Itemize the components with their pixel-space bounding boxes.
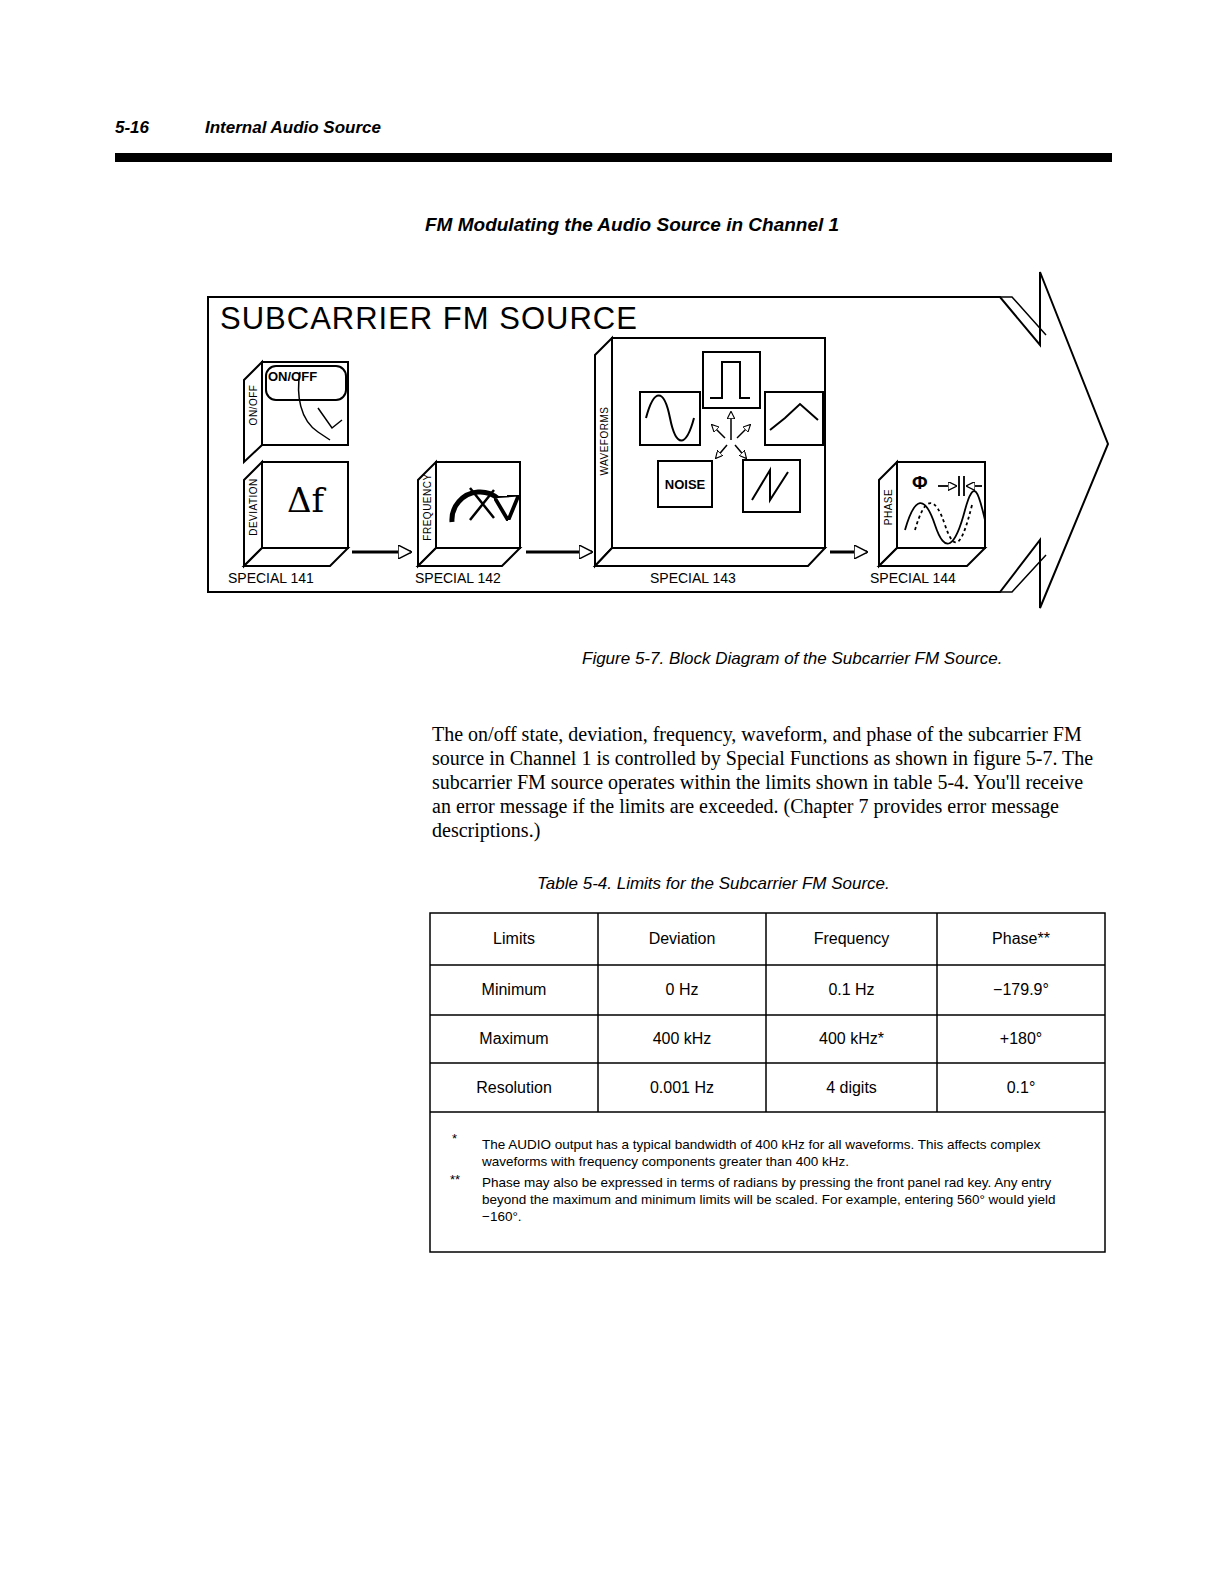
noise-box: NOISE — [657, 460, 713, 508]
frequency-knob-part — [470, 488, 494, 520]
deviation-block: DEVIATION ΔfSPECIAL 141 — [225, 460, 350, 590]
table-cell: Minimum — [430, 965, 598, 1015]
table-cell: 0.1° — [937, 1063, 1105, 1112]
table-cell: Frequency — [766, 913, 937, 965]
phase-icon-part — [959, 476, 964, 496]
onoff-button — [266, 366, 346, 440]
waveforms-block: WAVEFORMS SPECIAL 143 NOISE — [593, 336, 828, 590]
block-label: SPECIAL 143 — [650, 570, 736, 586]
cube-outlines-part — [612, 338, 825, 548]
side-label: DEVIATION — [248, 478, 259, 536]
table-grid-part — [430, 965, 1105, 1112]
table-grid-part — [430, 913, 1105, 1252]
table-cell: Deviation — [598, 913, 766, 965]
body-text: The on/off state, deviation, frequency, … — [432, 722, 1107, 842]
table-cell: 400 kHz* — [766, 1015, 937, 1063]
block-label: SPECIAL 141 — [228, 570, 314, 586]
waveform-icons-part — [770, 404, 818, 430]
table-caption: Table 5-4. Limits for the Subcarrier FM … — [537, 874, 890, 894]
footnote-mark: * — [452, 1131, 457, 1146]
table-cell: 400 kHz — [598, 1015, 766, 1063]
cube-outlines-part — [244, 548, 348, 566]
source-frame — [208, 272, 1108, 608]
table-cell: 0.001 Hz — [598, 1063, 766, 1112]
header-rule — [115, 153, 1112, 162]
frame-chevron — [1000, 297, 1046, 592]
waveform-icons-part — [752, 470, 788, 500]
cube-outlines-part — [262, 362, 348, 445]
block-label: Δf — [287, 480, 324, 520]
table-cell: 4 digits — [766, 1063, 937, 1112]
cube-outlines-part — [595, 338, 612, 566]
block-label: SPECIAL 142 — [415, 570, 501, 586]
waveform-icons-part — [710, 362, 750, 398]
table-grid-part — [598, 913, 937, 1112]
table-cell: Resolution — [430, 1063, 598, 1112]
table-cell: 0 Hz — [598, 965, 766, 1015]
running-head: Internal Audio Source — [205, 118, 381, 138]
table-grid — [430, 913, 1105, 1252]
cube-outlines — [244, 338, 985, 566]
cube-outlines-part — [418, 548, 520, 566]
waveform-icons-part — [703, 352, 760, 408]
cube-outlines-part — [879, 548, 985, 566]
side-label: ON/OFF — [248, 385, 259, 426]
flow-arrow — [352, 551, 411, 554]
waveform-icons-part — [640, 392, 700, 445]
figure-caption: Figure 5-7. Block Diagram of the Subcarr… — [582, 649, 1002, 669]
cube-outlines-part — [897, 462, 985, 548]
flow-arrow — [830, 551, 867, 554]
waveform-icons-part — [743, 460, 800, 512]
block-label: ON/OFF — [268, 369, 317, 384]
selector-arrows-part — [737, 425, 750, 438]
footnote: Phase may also be expressed in terms of … — [482, 1174, 1087, 1225]
phase-icon-part — [915, 503, 972, 542]
selector-arrows — [712, 412, 750, 458]
table-cell: −179.9° — [937, 965, 1105, 1015]
cube-outlines-part — [262, 462, 348, 548]
block-label: Φ — [912, 472, 928, 494]
onoff-block: ON/OFF ON/OFF — [240, 360, 350, 448]
table-cell: 0.1 Hz — [766, 965, 937, 1015]
waveform-icons-part — [646, 396, 694, 441]
cube-outlines-part — [436, 462, 520, 548]
block-label: SPECIAL 144 — [870, 570, 956, 586]
source-frame: SUBCARRIER FM SOURCE ON/OFF ON/OFF DEVIATIO… — [208, 297, 1008, 592]
selector-arrows-part — [716, 445, 727, 458]
flow-arrow — [526, 551, 592, 554]
footnote-mark: ** — [450, 1172, 460, 1187]
side-label: FREQUENCY — [422, 473, 433, 540]
section-title: FM Modulating the Audio Source in Channe… — [425, 214, 839, 236]
waveform-icons-part — [765, 392, 823, 445]
frequency-block: FREQUENCY SPECIAL 142 — [412, 460, 524, 590]
block-label: NOISE — [665, 477, 705, 492]
cube-outlines-part — [244, 362, 262, 462]
table-cell: Limits — [430, 913, 598, 965]
footnote: The AUDIO output has a typical bandwidth… — [482, 1136, 1087, 1170]
page-number: 5-16 — [115, 118, 149, 138]
frequency-knob — [452, 488, 508, 522]
phase-block: PHASE Φ SPECIAL 144 — [868, 460, 990, 590]
selector-arrows-part — [712, 425, 725, 438]
side-label: WAVEFORMS — [599, 407, 610, 476]
table-cell: +180° — [937, 1015, 1105, 1063]
cube-outlines-part — [595, 548, 825, 566]
phase-icon-part — [938, 485, 956, 487]
phase-icon-part — [905, 491, 985, 543]
selector-arrows-part — [735, 445, 746, 458]
onoff-button-part — [266, 366, 346, 400]
table-cell: Maximum — [430, 1015, 598, 1063]
phase-icon-part — [967, 485, 982, 487]
table-cell: Phase** — [937, 913, 1105, 965]
side-label: PHASE — [883, 489, 894, 525]
waveform-icons — [640, 352, 823, 512]
block-label: SUBCARRIER FM SOURCE — [220, 301, 638, 337]
selector-arrows-part — [730, 412, 732, 440]
